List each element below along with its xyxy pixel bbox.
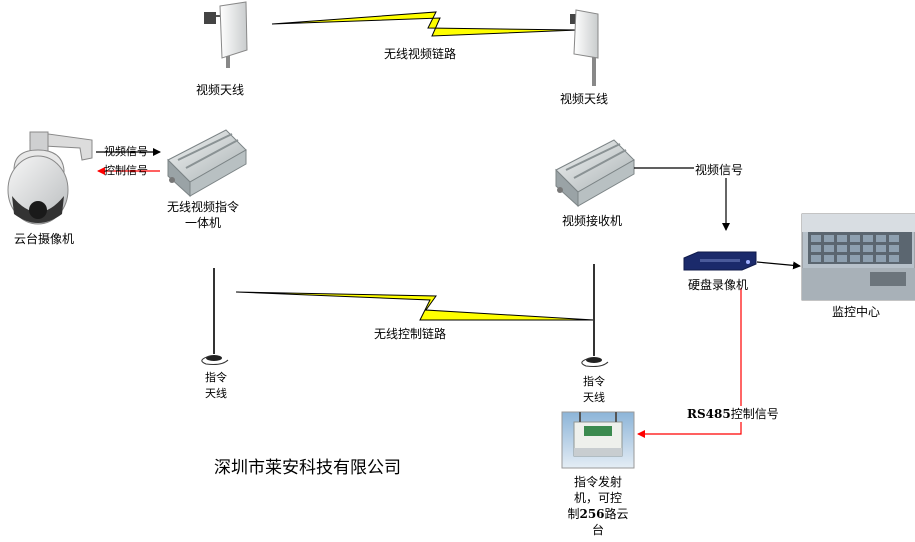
video-link-lightning-icon [271, 11, 579, 37]
cmd-tx-3-post: 路云 [604, 507, 629, 521]
panel-antenna-right-icon [570, 9, 599, 86]
dvr-to-monitor-arrow [756, 261, 801, 270]
video-link-label: 无线视频链路 [384, 47, 457, 61]
rs485-suffix: 控制信号 [730, 407, 779, 421]
dvr-icon [683, 251, 757, 271]
video-signal-label: 视频信号 [694, 162, 745, 178]
cmd-tx-3-num: 256 [579, 507, 605, 521]
whip-antenna-right-icon [581, 264, 609, 367]
company-name: 深圳市莱安科技有限公司 [214, 458, 401, 478]
whip-antenna-left-icon [201, 268, 229, 365]
cmd-transmitter-label-3: 制256路云 [562, 506, 634, 522]
video-signal-small-label: 视频信号 [104, 145, 148, 158]
cmd-transmitter-label-4: 台 [591, 523, 604, 537]
ptz-camera-icon [7, 131, 93, 225]
cmd-tx-3-pre: 制 [567, 507, 580, 521]
antenna-left-label: 视频天线 [196, 83, 245, 97]
rs485-prefix: RS485 [687, 407, 731, 421]
command-transmitter-icon [561, 411, 635, 469]
cmd-antenna-right-label: 指令天线 [583, 375, 605, 404]
cmd-transmitter-label-2: 机，可控 [573, 491, 622, 505]
control-signal-small-label: 控制信号 [104, 164, 148, 177]
antenna-right-label: 视频天线 [560, 92, 609, 106]
transmitter-label: 无线视频指令一体机 [166, 200, 239, 230]
cmd-transmitter-label-1: 指令发射 [573, 475, 622, 489]
rs485-label: RS485控制信号 [686, 406, 780, 422]
receiver-box-icon [555, 139, 635, 208]
rs485-control-line [637, 288, 742, 438]
panel-antenna-left-icon [204, 1, 248, 68]
control-link-lightning-icon [235, 291, 595, 321]
receiver-label: 视频接收机 [562, 214, 623, 228]
monitor-wall-icon [801, 213, 915, 301]
camera-label: 云台摄像机 [14, 232, 75, 246]
dvr-label: 硬盘录像机 [688, 278, 749, 292]
cmd-antenna-left-label: 指令天线 [205, 371, 227, 400]
control-link-label: 无线控制链路 [374, 327, 447, 341]
transmitter-box-icon [167, 129, 247, 198]
monitor-center-label: 监控中心 [832, 305, 881, 319]
